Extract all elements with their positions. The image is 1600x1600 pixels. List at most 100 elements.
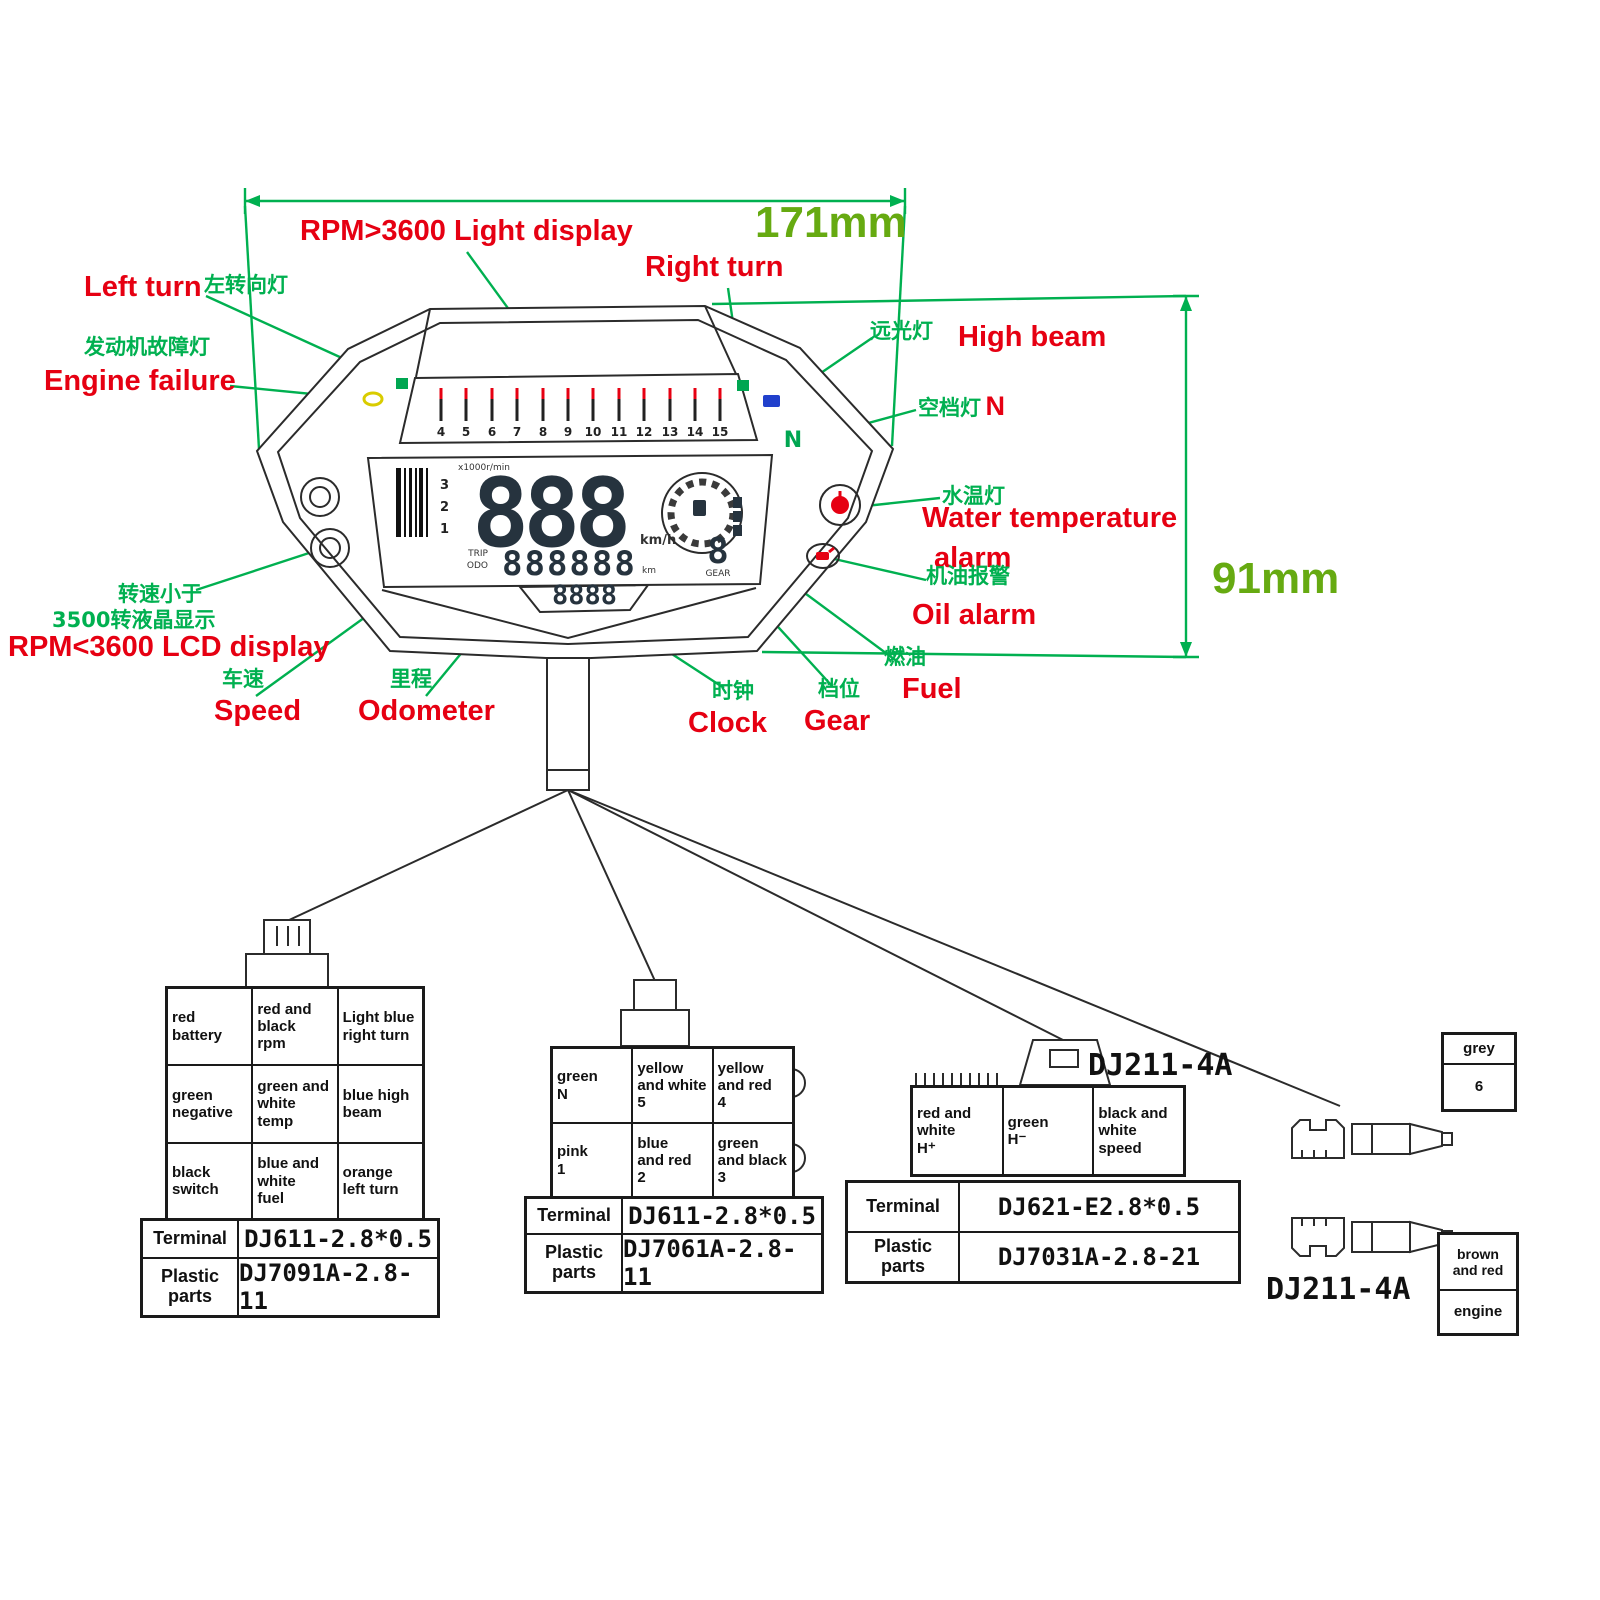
table1-cell-7: blue and white fuel <box>252 1142 338 1220</box>
odometer-display: 888888 <box>502 544 637 584</box>
callout-clock-cn: 时钟 <box>712 679 754 703</box>
callout-rpm-lcd-cn2: 3500转液晶显示 <box>52 608 216 632</box>
grey-box-label: grey <box>1443 1034 1515 1064</box>
callout-odometer-cn: 里程 <box>390 667 432 691</box>
table2-cell-4: blue and red 2 <box>632 1123 713 1198</box>
terminal1-value: DJ611-2.8*0.5 <box>238 1220 438 1258</box>
callout-engine-failure-cn: 发动机故障灯 <box>84 335 210 359</box>
bullet-connector-1 <box>1291 1119 1453 1159</box>
terminal3-value: DJ621-E2.8*0.5 <box>959 1182 1239 1232</box>
callout-water-temp-line1: Water temperature <box>922 502 1178 534</box>
table3-cell-1: green H⁻ <box>1002 1087 1094 1175</box>
callout-speed-cn: 车速 <box>222 667 264 691</box>
callout-right-turn: Right turn <box>645 251 784 283</box>
terminal1-label: Terminal <box>142 1220 238 1258</box>
callout-oil-alarm-cn: 机油报警 <box>926 564 1010 588</box>
rpm-tick-label: 8 <box>539 425 547 439</box>
terminal-table-1: Terminal DJ611-2.8*0.5 Plastic parts DJ7… <box>140 1218 440 1318</box>
plastic1-label: Plastic parts <box>142 1258 238 1316</box>
rpm-tick-label: 6 <box>488 425 496 439</box>
table1-cell-3: green negative <box>167 1065 253 1143</box>
speed-display: 888 <box>472 459 626 569</box>
plastic3-label: Plastic parts <box>847 1232 959 1282</box>
rpm-bar-display: 3 2 1 x1000r/min <box>396 463 510 537</box>
table1-cell-4: green and white temp <box>252 1065 338 1143</box>
rpm-unit-label: x1000r/min <box>458 463 510 473</box>
plastic2-value: DJ7061A-2.8-11 <box>622 1234 822 1292</box>
gear-label: GEAR <box>705 569 730 579</box>
plastic1-value: DJ7091A-2.8-11 <box>238 1258 438 1316</box>
table2-cell-2: yellow and red 4 <box>712 1048 793 1123</box>
high-beam-light-icon <box>763 395 780 407</box>
warning-lights <box>806 484 861 569</box>
plastic2-label: Plastic parts <box>526 1234 622 1292</box>
terminal2-value: DJ611-2.8*0.5 <box>622 1198 822 1234</box>
terminal-table-3: Terminal DJ621-E2.8*0.5 Plastic parts DJ… <box>845 1180 1241 1284</box>
callout-rpm-lcd-cn1: 转速小于 <box>118 582 202 606</box>
callout-water-temp-line2: alarm <box>934 542 1012 574</box>
engine-failure-light-icon <box>362 391 384 407</box>
rpm-tick-label: 10 <box>585 425 602 439</box>
rpm-tick-label: 13 <box>662 425 679 439</box>
table1-cell-2: Light blue right turn <box>337 988 423 1066</box>
brown-box-label: brown and red <box>1439 1234 1517 1290</box>
height-dimension-label: 91mm <box>1212 554 1340 603</box>
callout-water-temp-cn: 水温灯 <box>942 484 1005 508</box>
callout-rpm-lcd: RPM<3600 LCD display <box>8 631 330 663</box>
rpm-tick-label: 14 <box>687 425 704 439</box>
table1-cell-6: black switch <box>167 1142 253 1220</box>
right-turn-light-icon <box>737 380 749 391</box>
dimension-lines <box>243 188 1199 659</box>
terminal-table-2: Terminal DJ611-2.8*0.5 Plastic parts DJ7… <box>524 1196 824 1294</box>
rpm-tick-label: 12 <box>636 425 653 439</box>
oil-light-icon <box>816 552 829 560</box>
bullet1-part-label: DJ211-4A <box>1088 1048 1233 1083</box>
neutral-light-icon: N <box>784 428 802 453</box>
connector-plug-2 <box>620 979 690 1047</box>
fuel-gear-gauge: 8 GEAR <box>661 472 743 579</box>
bar-scale-1: 1 <box>440 522 449 537</box>
rpm-tick-label: 5 <box>462 425 470 439</box>
callout-high-beam-cn: 远光灯 <box>870 319 933 343</box>
callout-gear-cn: 档位 <box>818 677 860 701</box>
callout-neutral-en: N <box>985 391 1005 421</box>
rpm-tick-label: 11 <box>611 425 628 439</box>
trip-label: TRIP <box>467 549 488 559</box>
callout-engine-failure: Engine failure <box>44 365 236 397</box>
fuel-pump-icon <box>693 500 706 516</box>
table3-wire-hatching <box>915 1073 998 1085</box>
left-turn-light-icon <box>396 378 408 389</box>
table2-cell-5: green and black 3 <box>712 1123 793 1198</box>
table2-cell-3: pink 1 <box>552 1123 633 1198</box>
rpm-tick-label: 9 <box>564 425 572 439</box>
callout-speed: Speed <box>214 695 302 727</box>
callout-oil-alarm: Oil alarm <box>912 599 1037 631</box>
brown-box-engine: engine <box>1439 1290 1517 1334</box>
table1-cell-8: orange left turn <box>337 1142 423 1220</box>
callout-high-beam: High beam <box>958 321 1107 353</box>
brown-red-wire-box: brown and red engine <box>1437 1232 1519 1336</box>
gear-display: 8 <box>707 531 729 572</box>
wiring-fanout <box>286 789 1341 1107</box>
rpm-tick-label: 15 <box>712 425 729 439</box>
callout-gear: Gear <box>804 705 871 737</box>
callout-neutral: 空档灯 N <box>918 392 1005 420</box>
table3-cell-2: black and white speed <box>1093 1087 1184 1175</box>
callout-odometer: Odometer <box>358 695 495 727</box>
indicator-lights: N <box>362 378 802 453</box>
callout-left-turn: Left turn <box>84 271 202 303</box>
left-buttons <box>300 477 350 568</box>
plastic3-value: DJ7031A-2.8-21 <box>959 1232 1239 1282</box>
grey-box-number: 6 <box>1443 1064 1515 1110</box>
clock-display: 8888 <box>552 580 617 611</box>
width-dimension-label: 171mm <box>755 198 907 247</box>
bullet2-part-label: DJ211-4A <box>1266 1272 1411 1307</box>
callout-clock: Clock <box>688 707 767 739</box>
table1-cell-0: red battery <box>167 988 253 1066</box>
callout-fuel: Fuel <box>902 673 962 705</box>
callout-fuel-cn: 燃油 <box>884 645 926 669</box>
rpm-scale: 4 5 6 7 8 9 10 11 12 13 14 15 <box>398 372 759 445</box>
connector-table-2: green N yellow and white 5 yellow and re… <box>550 1046 795 1200</box>
